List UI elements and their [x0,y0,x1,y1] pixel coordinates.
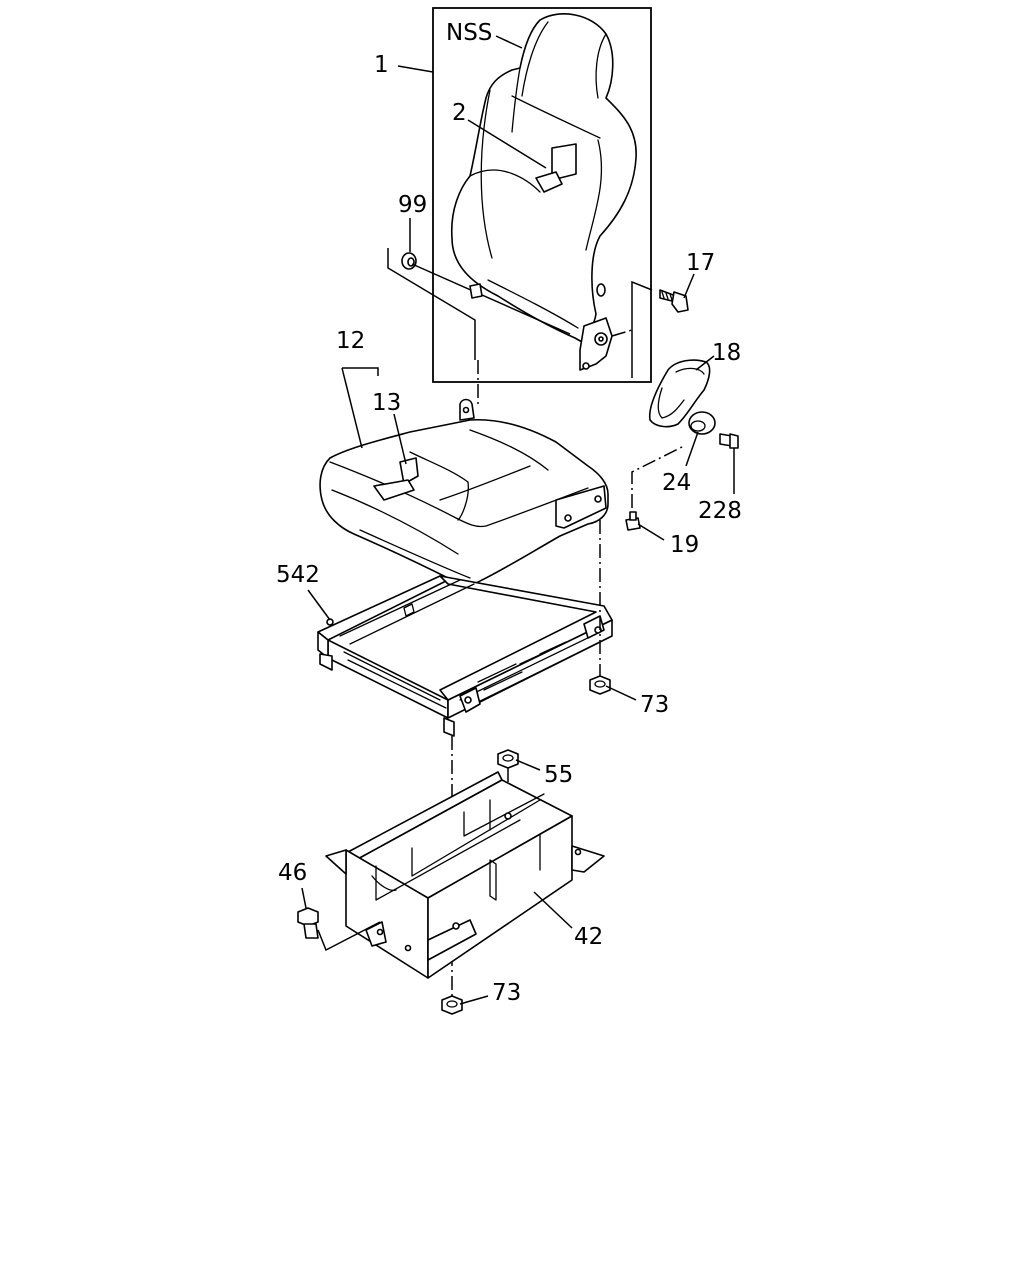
upper-nut [589,675,611,695]
label-part-24: 24 [662,470,691,496]
label-part-19: 19 [670,532,699,558]
label-part-13: 13 [372,390,401,416]
knob-screw [719,433,739,449]
recliner-bracket [579,317,613,371]
label-part-42: 42 [574,924,603,950]
callout-leaders [301,35,735,1005]
seat-riser [325,771,605,979]
lumbar-lever [535,143,577,193]
recliner-cover [648,359,711,428]
label-part-17: 17 [686,250,715,276]
label-part-73-lower: 73 [492,980,521,1006]
riser-bolt [297,907,319,939]
bolt-link-line [631,280,653,378]
label-part-12: 12 [336,328,365,354]
label-part-55: 55 [544,762,573,788]
label-part-18: 18 [712,340,741,366]
label-part-99: 99 [398,192,427,218]
label-part-542: 542 [276,562,320,588]
label-part-228: 228 [698,498,742,524]
label-nss: NSS [446,20,492,46]
riser-nut [497,749,519,769]
label-part-46: 46 [278,860,307,886]
recliner-knob [688,411,716,435]
label-part-73-upper: 73 [640,692,669,718]
seat-cushion [319,398,609,586]
buckle-guide [373,457,419,501]
bushing [401,252,417,270]
label-part-2: 2 [452,100,467,126]
lower-nut [441,995,463,1015]
bolt-centerline [611,329,633,337]
recliner-bolt [659,289,689,313]
label-part-1: 1 [374,52,389,78]
seat-slide-rail [317,575,613,737]
clip [469,283,483,299]
riser-bolt-link [317,921,381,952]
link-line-99b [411,263,571,335]
cover-screw-line [631,445,685,508]
cover-screw [625,511,641,531]
seat-back-frame-box [432,7,652,383]
link-line-99 [387,248,476,360]
